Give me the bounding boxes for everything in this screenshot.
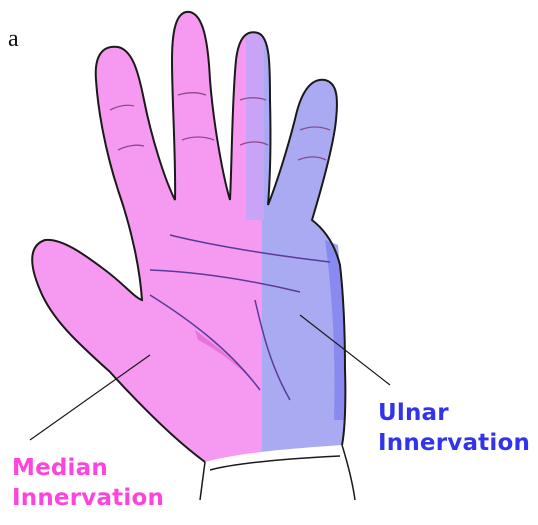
median-innervation-label: Median Innervation <box>12 453 164 513</box>
ulnar-label-line1: Ulnar <box>378 398 530 428</box>
median-leader-line <box>30 355 150 440</box>
median-nerve-region <box>0 0 270 520</box>
median-label-line2: Innervation <box>12 483 164 513</box>
ulnar-innervation-label: Ulnar Innervation <box>378 398 530 458</box>
median-label-line1: Median <box>12 453 164 483</box>
panel-letter: a <box>8 26 19 53</box>
ulnar-label-line2: Innervation <box>378 428 530 458</box>
